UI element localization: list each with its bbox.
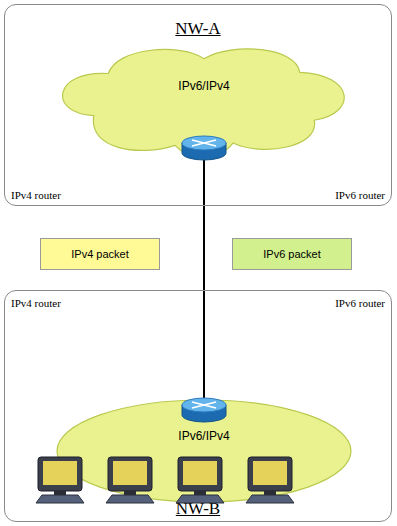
packet-box: IPv4 packet <box>40 238 160 270</box>
computer-icon <box>246 457 294 503</box>
packet-box: IPv6 packet <box>232 238 352 270</box>
computer-icon <box>176 457 224 503</box>
network-link <box>203 157 205 401</box>
network-title: NW-A <box>175 19 220 39</box>
router-label: IPv4 router <box>11 297 61 309</box>
router-icon <box>182 398 226 422</box>
ellipse-label: IPv6/IPv4 <box>178 429 229 443</box>
router-label: IPv6 router <box>335 189 385 201</box>
ellipse-outline <box>56 399 352 503</box>
dual-stack-cloud: IPv6/IPv4 <box>59 45 349 159</box>
router-label: IPv6 router <box>335 297 385 309</box>
network-region: IPv4 routerIPv6 routerNW-BIPv6/IPv4 <box>4 290 392 522</box>
router-icon <box>182 136 226 160</box>
cloud-outline <box>59 45 349 159</box>
packet-label: IPv4 packet <box>71 248 128 260</box>
computer-icon <box>36 457 84 503</box>
network-region: NW-A IPv4 router IPv6 router IPv6/IPv4 <box>4 4 392 206</box>
router-label: IPv4 router <box>11 189 61 201</box>
packet-label: IPv6 packet <box>263 248 320 260</box>
computer-icon <box>106 457 154 503</box>
dual-stack-ellipse: IPv6/IPv4 <box>56 399 352 503</box>
cloud-label: IPv6/IPv4 <box>178 79 229 93</box>
